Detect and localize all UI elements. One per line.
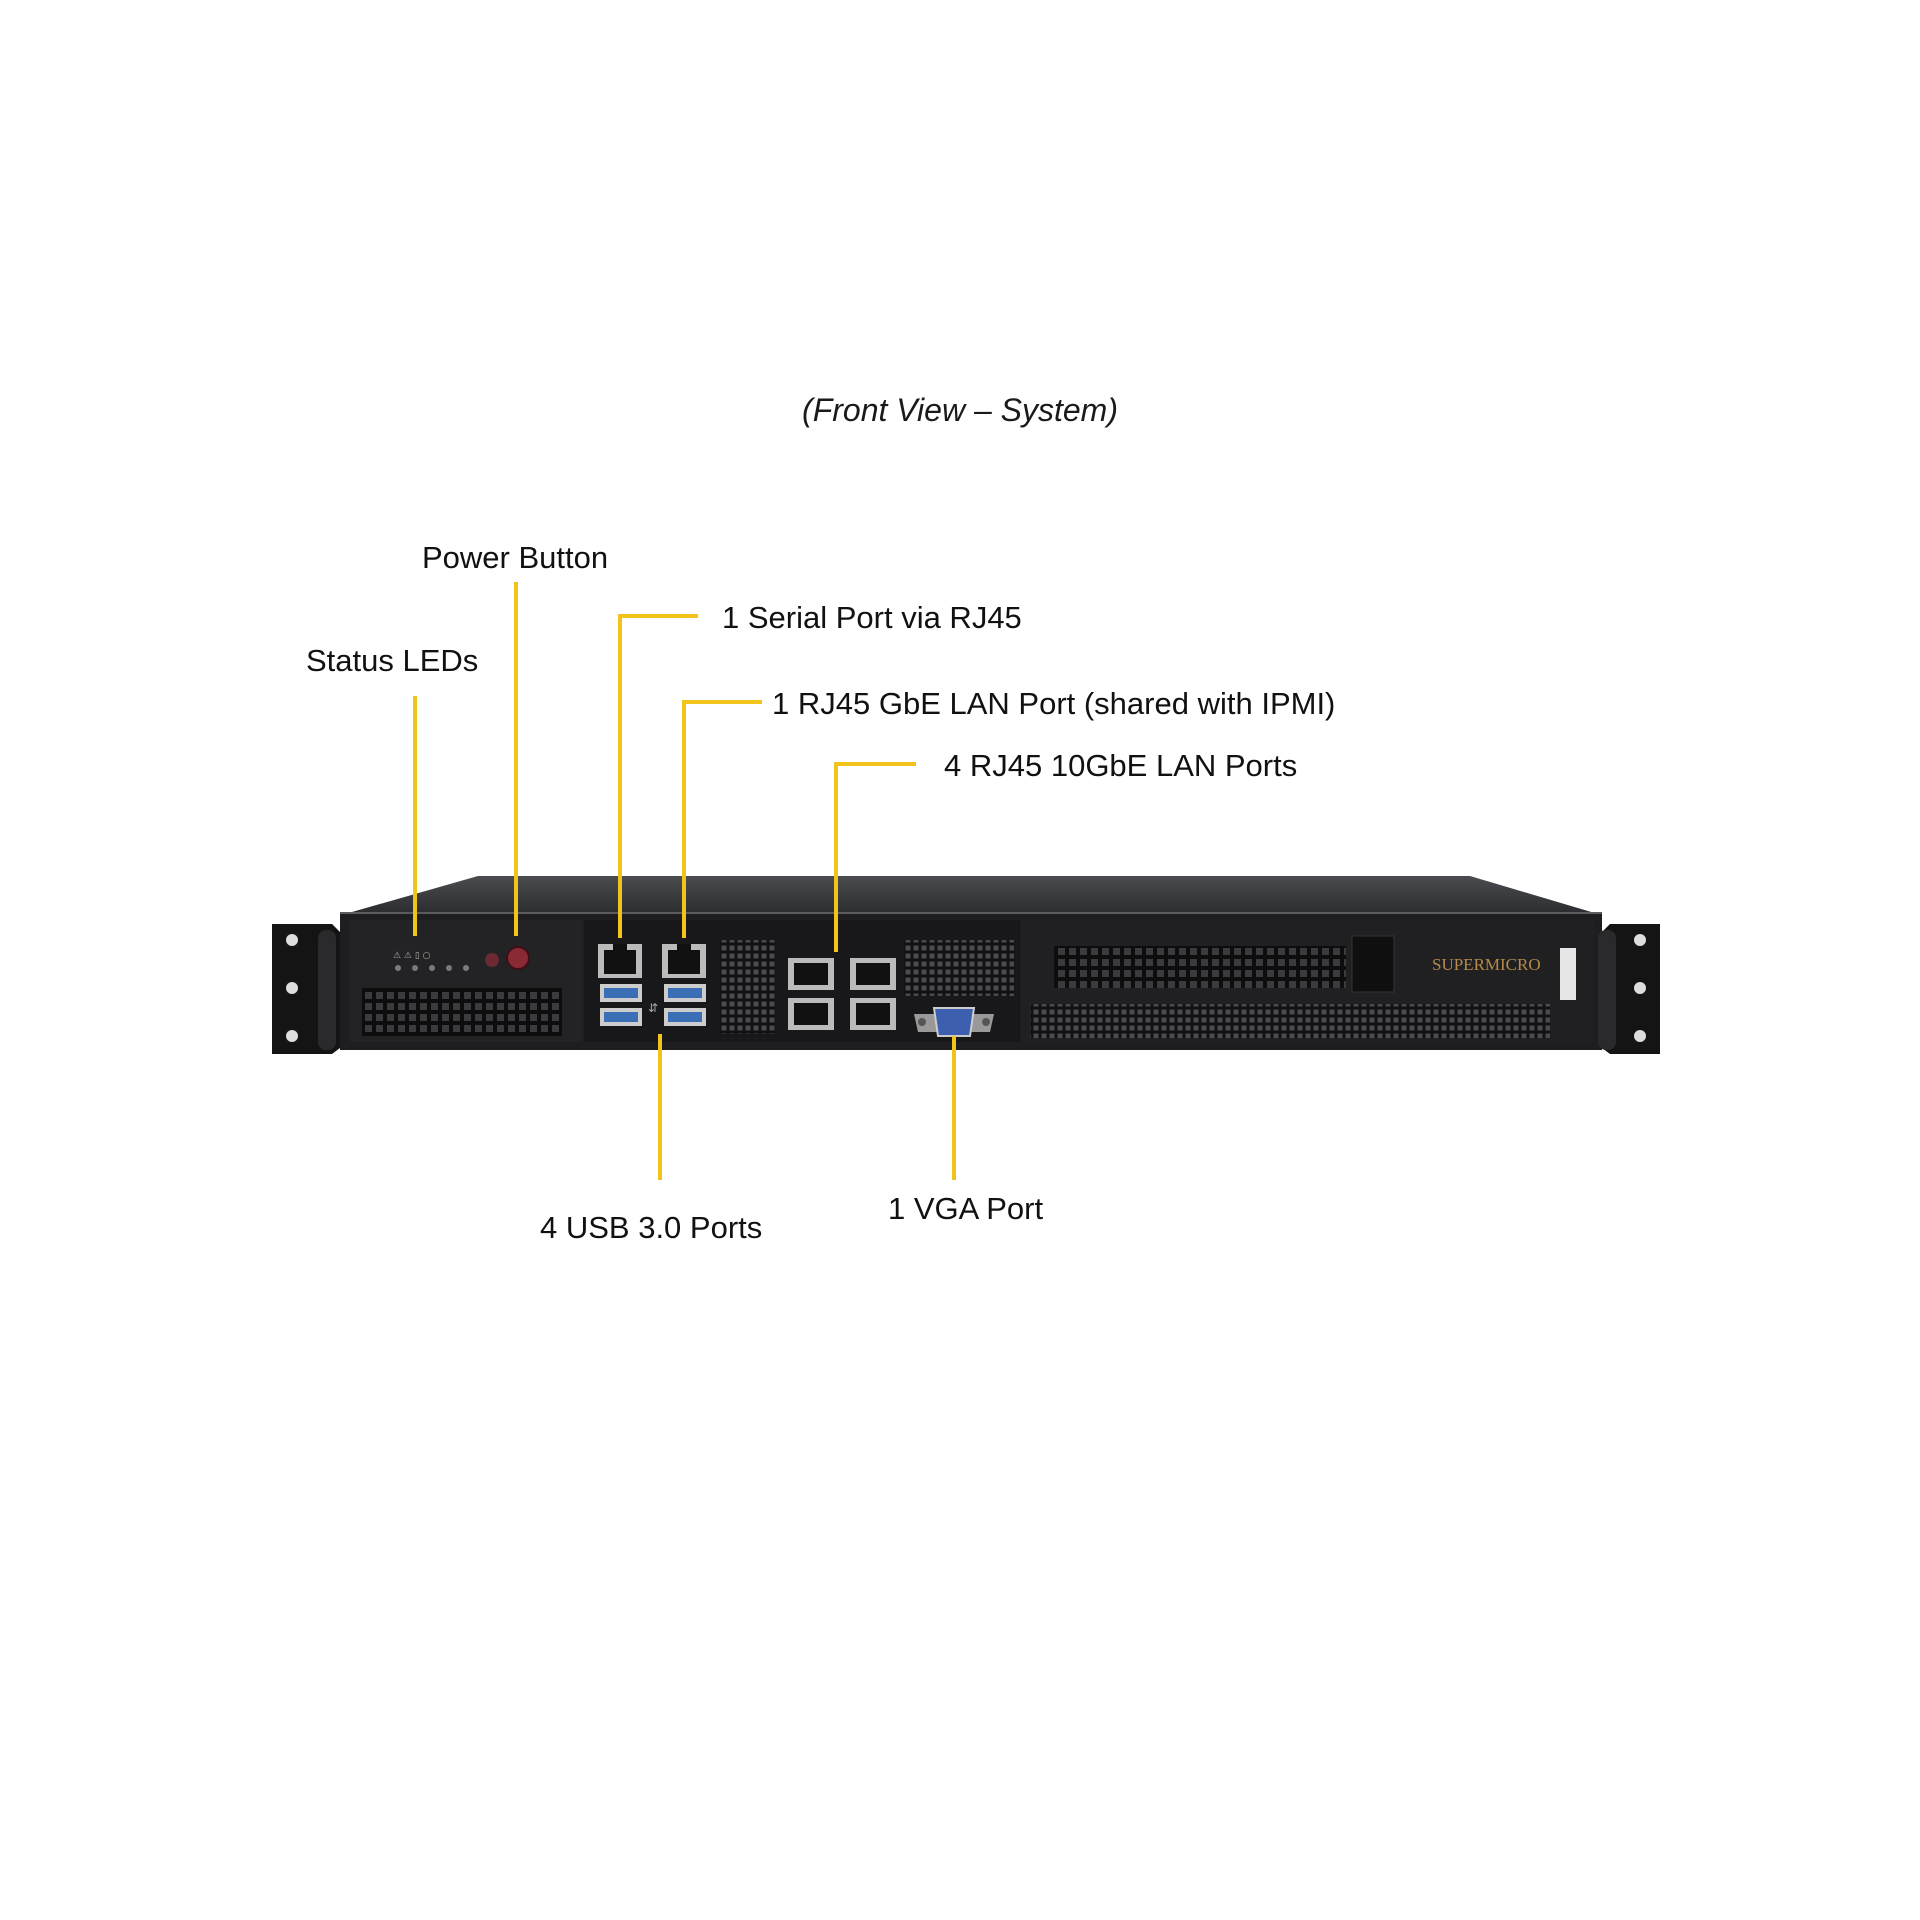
diagram-caption: (Front View – System) xyxy=(802,392,1118,428)
10gbe-rj45-ports xyxy=(788,958,896,1030)
leader-10gbe-lan xyxy=(834,762,916,952)
right-rack-ear xyxy=(1598,924,1660,1054)
service-tag xyxy=(1560,948,1576,1000)
status-leds: ⚠ ⚠ ▯ ○ xyxy=(393,951,469,971)
label-usb-ports: 4 USB 3.0 Ports xyxy=(540,1210,763,1245)
label-gbe-lan-port: 1 RJ45 GbE LAN Port (shared with IPMI) xyxy=(772,686,1336,721)
chassis-top xyxy=(345,876,1598,914)
reset-button xyxy=(485,953,499,967)
label-10gbe-lan-ports: 4 RJ45 10GbE LAN Ports xyxy=(944,748,1298,783)
serial-rj45-port xyxy=(598,944,642,978)
label-status-leds: Status LEDs xyxy=(306,643,479,678)
leader-lines xyxy=(413,582,956,1180)
svg-text:⚠ ⚠ ▯ ○: ⚠ ⚠ ▯ ○ xyxy=(393,951,431,961)
label-vga-port: 1 VGA Port xyxy=(888,1191,1044,1226)
drive-latch xyxy=(1351,935,1395,993)
brand-logo: SUPERMICRO xyxy=(1432,955,1541,974)
label-serial-port: 1 Serial Port via RJ45 xyxy=(722,600,1022,635)
leader-serial-port xyxy=(618,614,698,938)
vga-port xyxy=(914,1007,994,1037)
leader-gbe-lan xyxy=(682,700,762,938)
label-power-button: Power Button xyxy=(422,540,609,575)
power-button xyxy=(506,946,530,970)
gbe-rj45-port xyxy=(662,944,706,978)
left-rack-ear xyxy=(272,924,340,1054)
svg-text:⇵: ⇵ xyxy=(648,1001,658,1015)
control-panel: ⚠ ⚠ ▯ ○ xyxy=(350,920,582,1042)
usb-ports: ⇵ xyxy=(600,984,706,1026)
